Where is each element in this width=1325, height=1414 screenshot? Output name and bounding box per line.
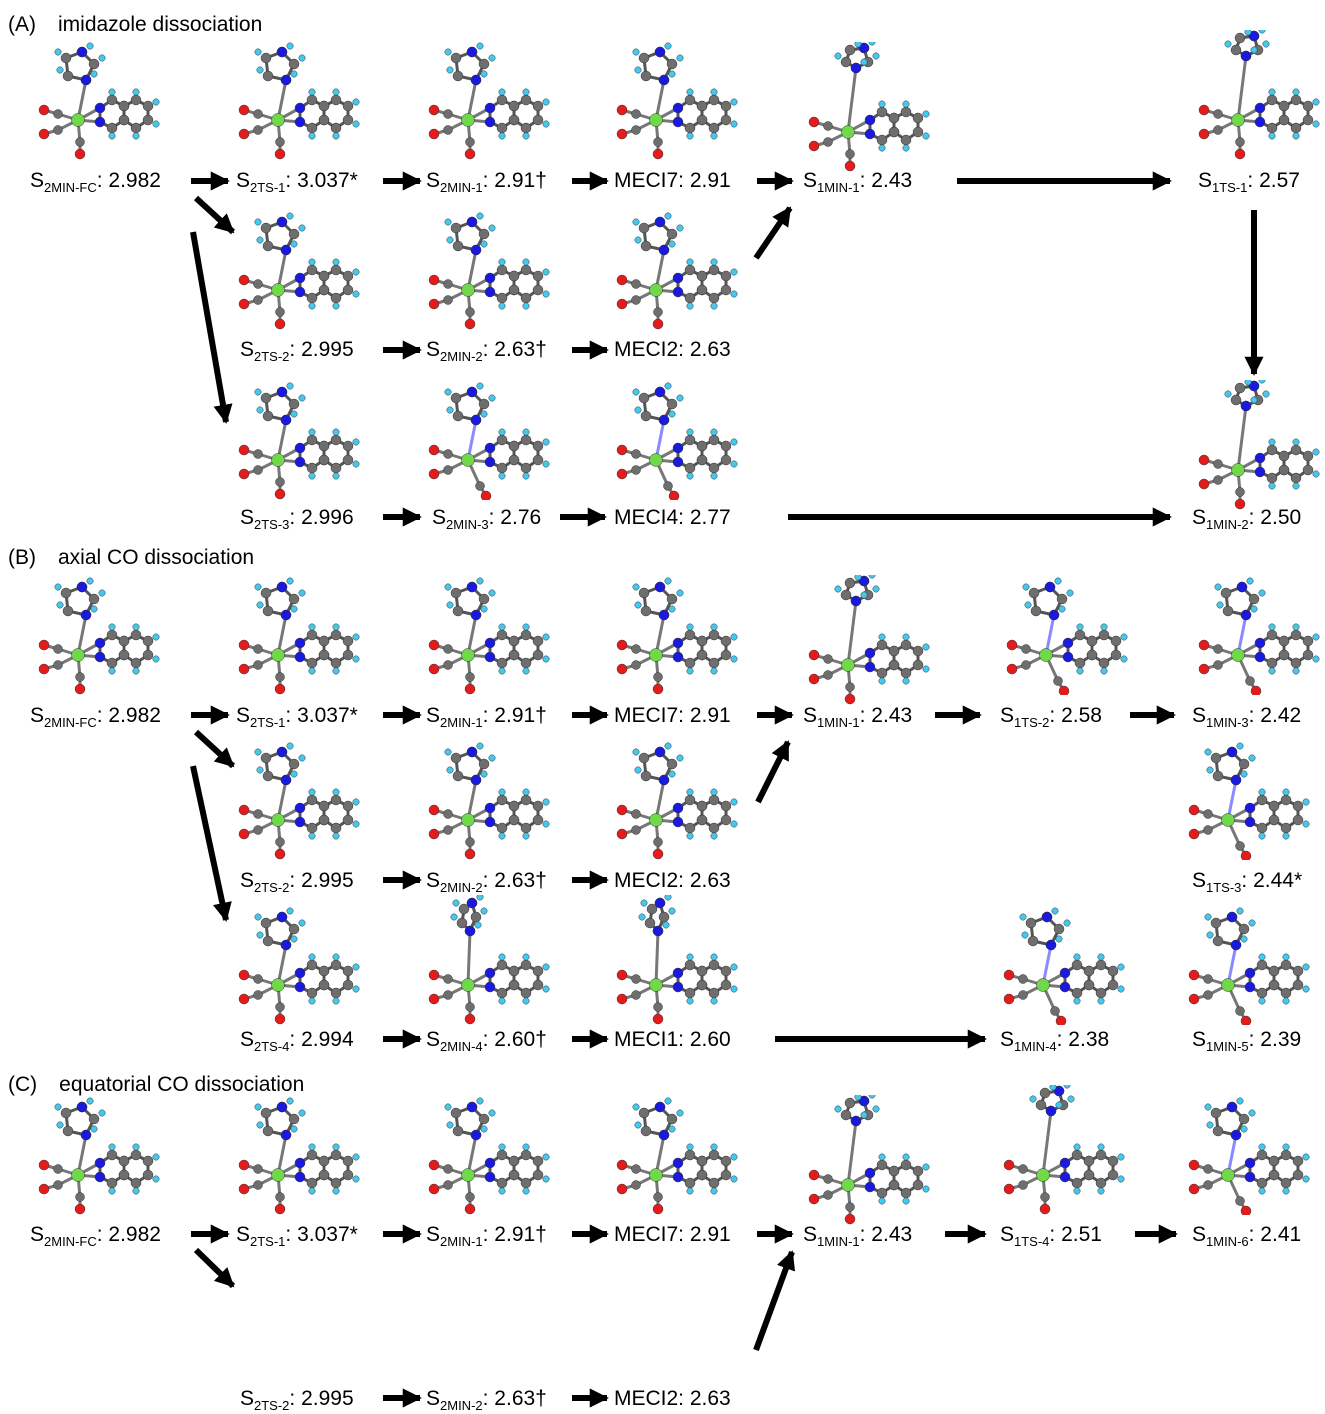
molecule-structure-image: [20, 30, 170, 160]
molecule-structure-image: [1170, 1085, 1320, 1217]
section-c-tag: (C): [8, 1073, 38, 1096]
state-label: S2TS-2: 2.995: [240, 1387, 354, 1413]
molecule-structure-image: [598, 893, 748, 1025]
arrow-b-meci2-s1min1: [755, 740, 791, 804]
state-label: S2TS-1: 3.037*: [236, 1223, 358, 1249]
molecule-structure-image: [988, 565, 1138, 697]
molecule-structure-image: [410, 370, 560, 502]
molecule-structure-image: [598, 30, 748, 160]
state-label: S2MIN-FC: 2.982: [30, 1223, 161, 1249]
state-label: MECI7: 2.91: [614, 704, 731, 727]
state-label: S1MIN-2: 2.50: [1192, 506, 1302, 532]
state-label: S2TS-4: 2.994: [240, 1028, 354, 1054]
molecule-structure-image: [1170, 895, 1320, 1027]
section-a-header: (A) imidazole dissociation: [8, 13, 262, 37]
state-label: S2TS-1: 3.037*: [236, 169, 358, 195]
arrow-a-fc-ts2: [193, 195, 236, 235]
molecule-structure-image: [410, 200, 560, 330]
molecule-structure-image: [598, 1085, 748, 1215]
molecule-structure-image: [598, 565, 748, 695]
state-label: S2MIN-1: 2.91†: [426, 169, 547, 195]
molecule-structure-image: [790, 1091, 940, 1225]
state-label: S1TS-2: 2.58: [1000, 704, 1102, 730]
molecule-structure-image: [985, 895, 1135, 1027]
state-label: S1TS-1: 2.57: [1198, 169, 1300, 195]
molecule-structure-image: [1170, 730, 1320, 862]
state-label: S2MIN-1: 2.91†: [426, 1223, 547, 1249]
section-c-title: equatorial CO dissociation: [59, 1073, 305, 1096]
molecule-structure-image: [790, 38, 940, 172]
state-label: S1TS-4: 2.51: [1000, 1223, 1102, 1249]
molecule-structure-image: [410, 1085, 560, 1215]
state-label: S2TS-3: 2.996: [240, 506, 354, 532]
molecule-structure-image: [20, 565, 170, 695]
arrow-b-fc-ts2: [193, 729, 236, 769]
state-label: S1MIN-3: 2.42: [1192, 704, 1302, 730]
state-label: MECI7: 2.91: [614, 1223, 731, 1246]
section-c-header: (C) equatorial CO dissociation: [8, 1073, 304, 1097]
molecule-structure-image: [1180, 376, 1325, 510]
state-label: S2MIN-FC: 2.982: [30, 704, 161, 730]
molecule-structure-image: [410, 30, 560, 160]
state-label: MECI4: 2.77: [614, 506, 731, 529]
molecule-structure-image: [20, 1085, 170, 1215]
molecule-structure-image: [598, 200, 748, 330]
state-label: S1MIN-6: 2.41: [1192, 1223, 1302, 1249]
molecule-structure-image: [598, 730, 748, 860]
arrow-a-meci2-s1min1: [753, 206, 793, 260]
section-b-tag: (B): [8, 546, 36, 569]
arrow-a-fc-ts3: [190, 231, 233, 424]
molecule-structure-image: [410, 730, 560, 860]
state-label: MECI7: 2.91: [614, 169, 731, 192]
state-label: S1MIN-1: 2.43: [803, 169, 913, 195]
molecule-structure-image: [598, 370, 748, 502]
molecule-structure-image: [410, 565, 560, 695]
state-label: S2MIN-1: 2.91†: [426, 704, 547, 730]
state-label: S1MIN-4: 2.38: [1000, 1028, 1110, 1054]
molecule-structure-image: [1180, 26, 1325, 160]
state-label: S2MIN-FC: 2.982: [30, 169, 161, 195]
molecule-structure-image: [220, 565, 370, 695]
state-label: MECI2: 2.63: [614, 338, 731, 361]
arrow-c-meci2-s1min1: [753, 1250, 796, 1352]
molecule-structure-image: [220, 730, 370, 860]
state-label: S2MIN-2: 2.63†: [426, 869, 547, 895]
state-label: S2TS-2: 2.995: [240, 338, 354, 364]
state-label: S2TS-1: 3.037*: [236, 704, 358, 730]
state-label: S1MIN-5: 2.39: [1192, 1028, 1302, 1054]
state-label: S1MIN-1: 2.43: [803, 704, 913, 730]
molecule-structure-image: [410, 893, 560, 1025]
molecule-structure-image: [790, 571, 940, 705]
molecule-structure-image: [220, 370, 370, 500]
state-label: MECI2: 2.63: [614, 869, 731, 892]
arrow-b-fc-ts4: [190, 765, 232, 922]
molecule-structure-image: [220, 1085, 370, 1215]
state-label: S2TS-2: 2.995: [240, 869, 354, 895]
state-label: S2MIN-2: 2.63†: [426, 338, 547, 364]
state-label: S2MIN-4: 2.60†: [426, 1028, 547, 1054]
state-label: MECI1: 2.60: [614, 1028, 731, 1051]
state-label: S1TS-3: 2.44*: [1192, 869, 1303, 895]
state-label: S1MIN-1: 2.43: [803, 1223, 913, 1249]
molecule-structure-image: [985, 1081, 1135, 1215]
arrow-c-fc-ts2: [193, 1247, 236, 1289]
state-label: S2MIN-3: 2.76: [432, 506, 542, 532]
molecule-structure-image: [220, 895, 370, 1025]
molecule-structure-image: [1180, 565, 1325, 697]
molecule-structure-image: [220, 200, 370, 330]
state-label: S2MIN-2: 2.63†: [426, 1387, 547, 1413]
section-b-title: axial CO dissociation: [58, 546, 255, 569]
molecule-structure-image: [220, 30, 370, 160]
state-label: MECI2: 2.63: [614, 1387, 731, 1410]
section-a-title: imidazole dissociation: [58, 13, 263, 36]
section-b-header: (B) axial CO dissociation: [8, 546, 254, 570]
section-a-tag: (A): [8, 13, 36, 36]
